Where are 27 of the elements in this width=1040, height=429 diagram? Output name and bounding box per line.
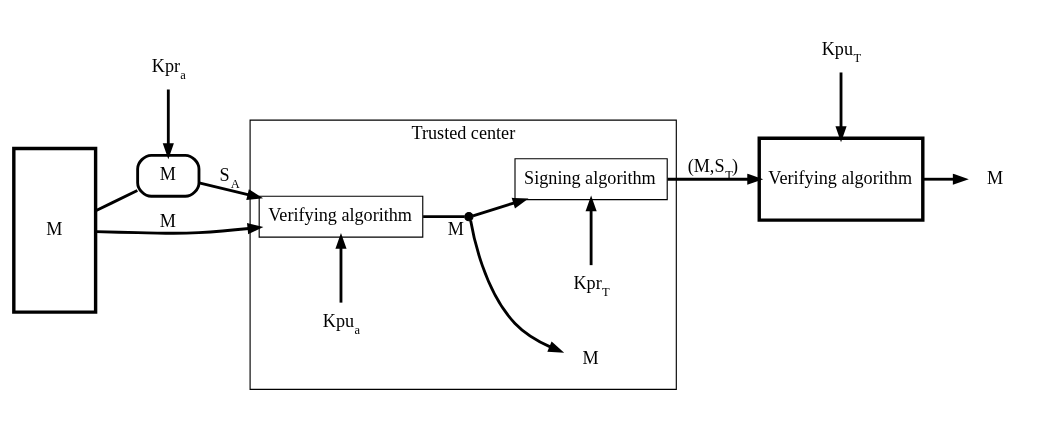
node-circle (464, 211, 474, 221)
arrow (472, 197, 529, 217)
arrow (335, 232, 347, 303)
arrow (469, 219, 565, 353)
node-box: M (12, 146, 98, 314)
node-text: Kpr$_{a}$ (151, 55, 186, 82)
node-box: M (136, 153, 201, 198)
node-text: Kpr$_{T}$ (573, 272, 610, 299)
node-box: Verifying algorithm (258, 195, 424, 238)
node-box: Signing algorithm (514, 157, 668, 200)
node-box: Verifying algorithm (757, 136, 925, 222)
arrow (667, 173, 764, 185)
arrow (585, 194, 597, 265)
node-text: M (986, 167, 1004, 188)
arrow (95, 222, 264, 235)
arrow (923, 173, 969, 185)
edge-label: S$_{A}$ (219, 164, 240, 191)
node-text: Kpu$_{a}$ (322, 310, 361, 337)
edge-label: M (159, 210, 176, 231)
arrow (198, 181, 264, 200)
node-text: M (582, 347, 599, 368)
arrow (162, 89, 174, 159)
arrow (835, 71, 847, 142)
node-text: Kpu$_{T}$ (821, 38, 862, 65)
connector (423, 214, 465, 218)
connector (95, 188, 138, 212)
node-label: M (447, 218, 464, 239)
